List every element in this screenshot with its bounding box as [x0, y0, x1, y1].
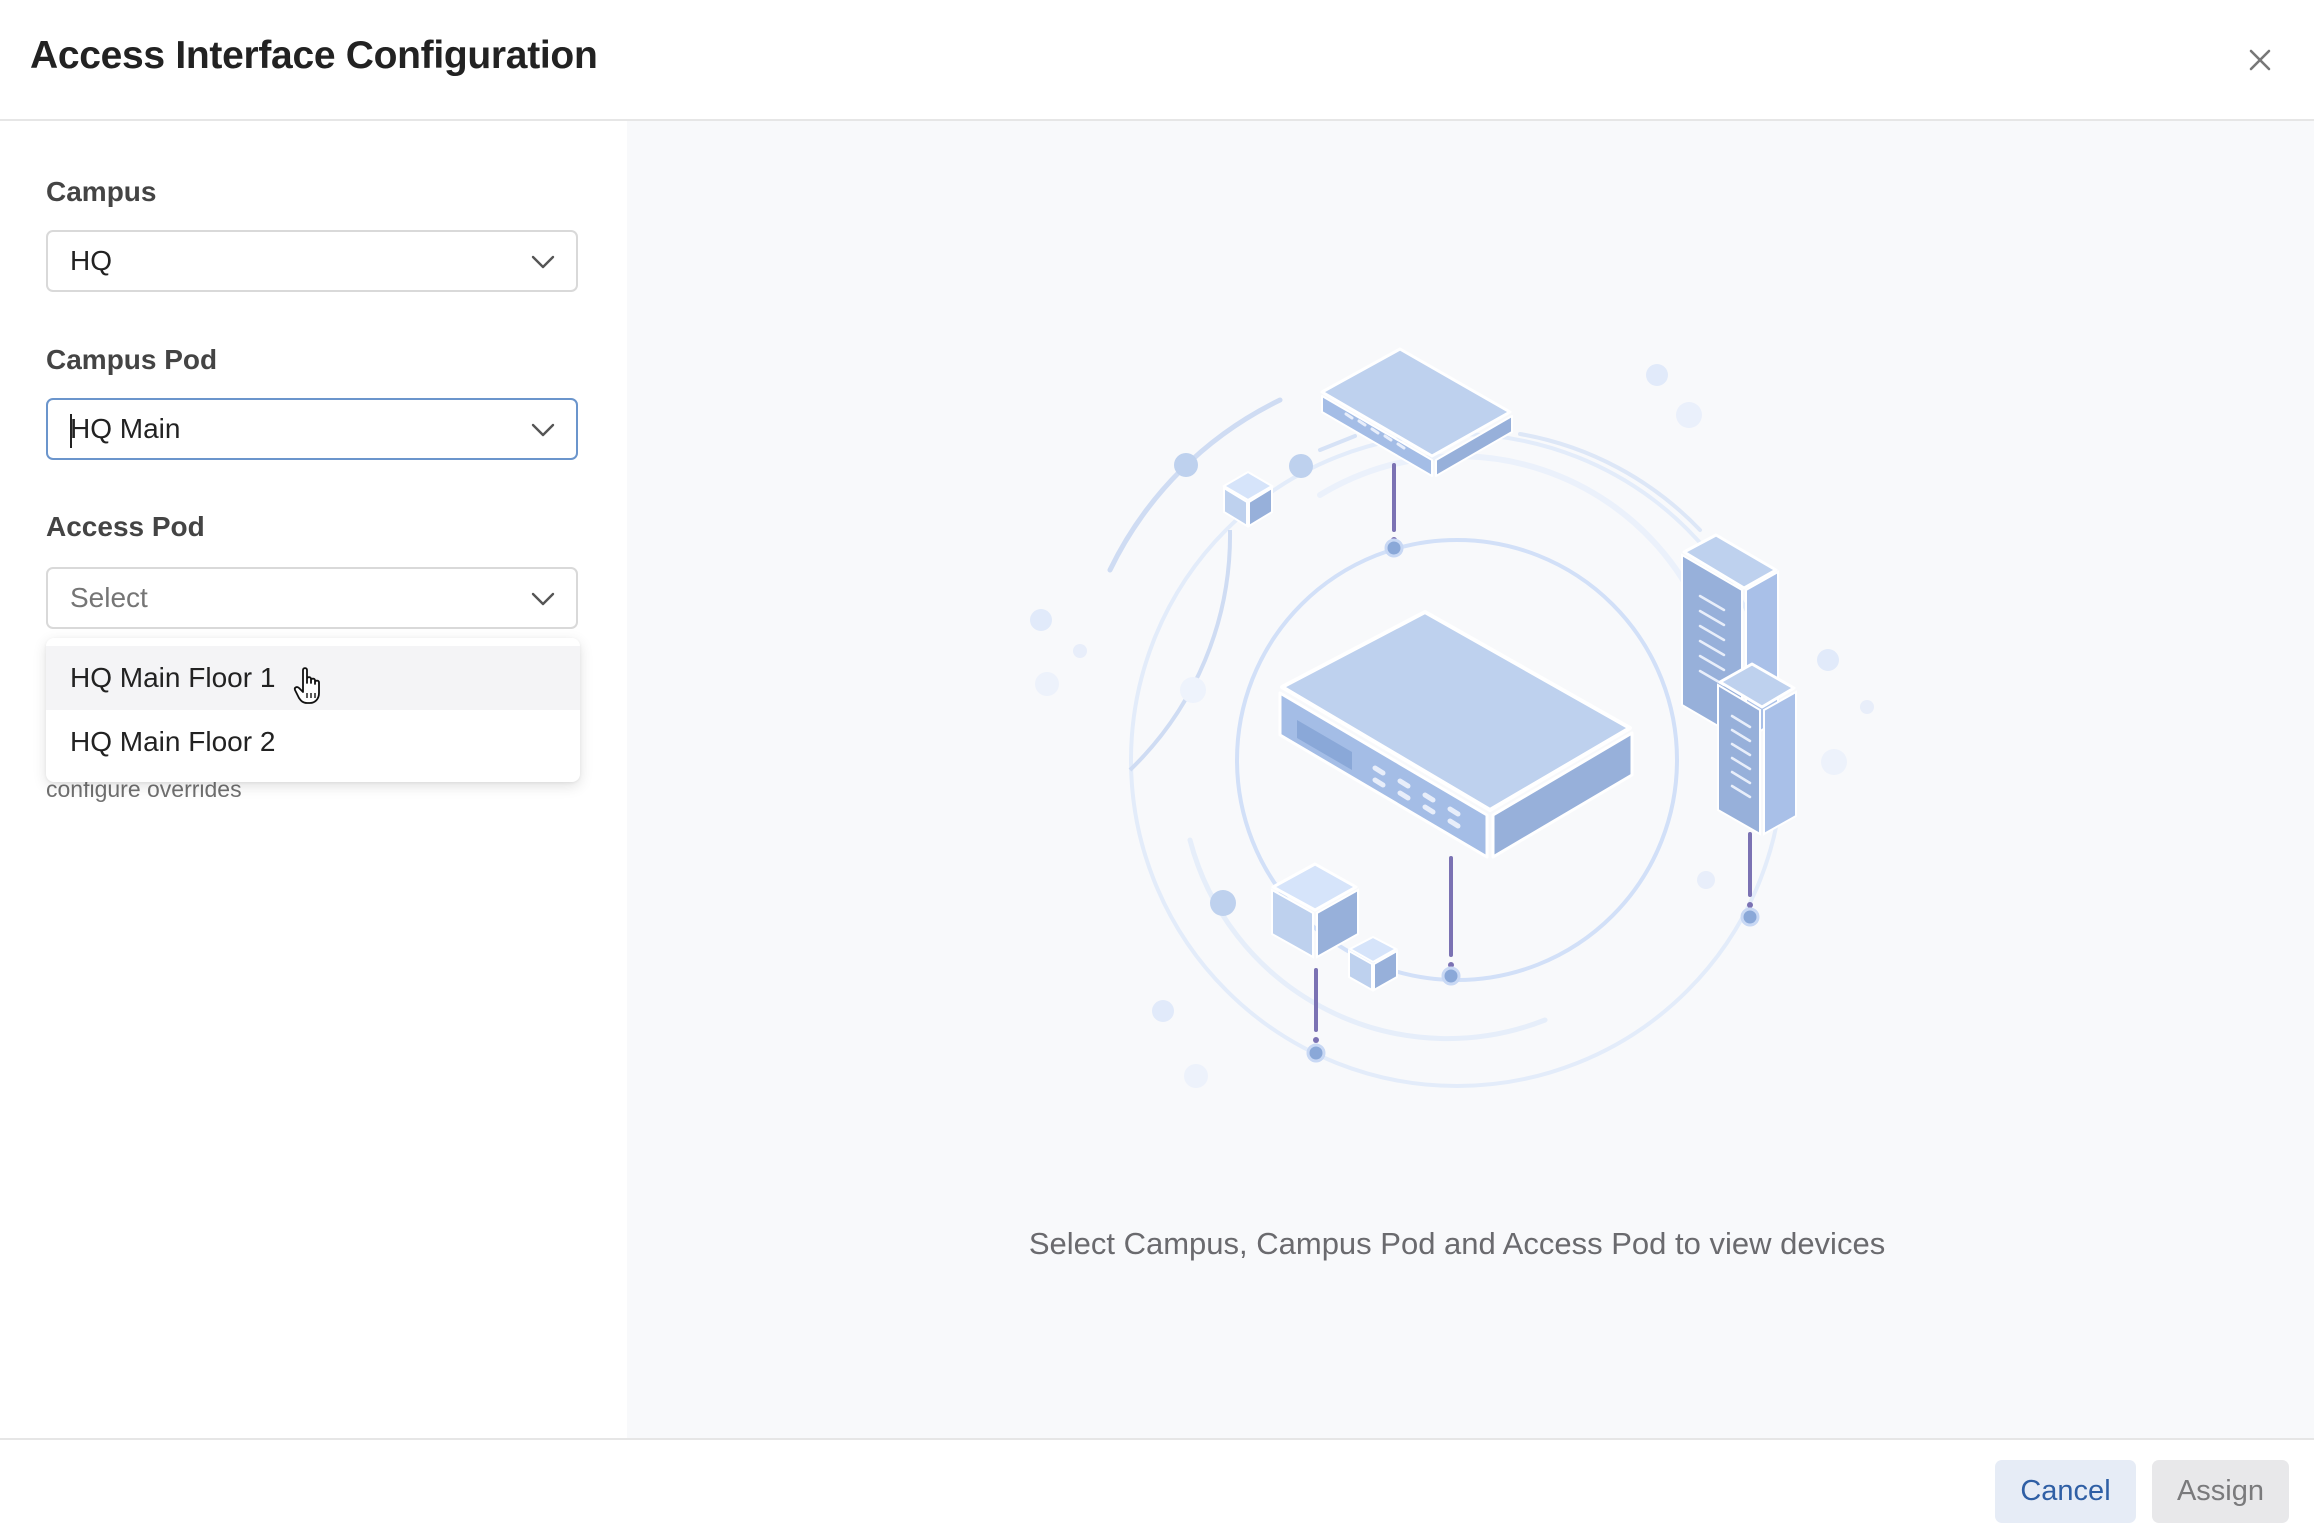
- dialog-header: Access Interface Configuration: [0, 0, 2314, 121]
- cube-small-top: [1222, 470, 1274, 528]
- assign-button[interactable]: Assign: [2152, 1460, 2289, 1523]
- dropdown-option-hq-main-floor-2[interactable]: HQ Main Floor 2: [46, 710, 580, 774]
- cancel-button[interactable]: Cancel: [1995, 1460, 2136, 1523]
- access-pod-dropdown-menu: HQ Main Floor 1 HQ Main Floor 2: [46, 638, 580, 782]
- dialog-footer: [0, 1438, 2314, 1540]
- network-devices-illustration: [1030, 347, 1874, 1088]
- main-appliance: [1278, 610, 1634, 859]
- dialog-title: Access Interface Configuration: [30, 34, 598, 77]
- access-pod-placeholder: Select: [70, 582, 148, 613]
- campus-select[interactable]: HQ: [46, 230, 578, 292]
- access-pod-label: Access Pod: [46, 511, 205, 542]
- cube-small-bottom: [1347, 935, 1399, 992]
- chevron-down-icon: [531, 255, 555, 269]
- server-rack-front: [1717, 662, 1797, 836]
- text-caret: [70, 414, 72, 448]
- chevron-down-icon: [531, 423, 555, 437]
- empty-state-message: Select Campus, Campus Pod and Access Pod…: [1028, 1226, 1886, 1261]
- close-icon: [2249, 49, 2271, 71]
- close-button[interactable]: [2244, 44, 2276, 76]
- campus-label: Campus: [46, 176, 157, 207]
- switch-device-top: [1320, 347, 1513, 477]
- access-pod-select[interactable]: Select: [46, 567, 578, 629]
- campus-pod-select[interactable]: HQ Main: [46, 398, 578, 460]
- chevron-down-icon: [531, 592, 555, 606]
- campus-pod-label: Campus Pod: [46, 344, 218, 375]
- campus-select-value: HQ: [70, 245, 112, 276]
- hand-pointer-cursor-icon: [293, 667, 320, 704]
- cube-large-bottom: [1271, 862, 1359, 959]
- campus-pod-select-value: HQ Main: [70, 413, 181, 444]
- option-label: HQ Main Floor 2: [70, 726, 276, 757]
- option-label: HQ Main Floor 1: [70, 662, 276, 693]
